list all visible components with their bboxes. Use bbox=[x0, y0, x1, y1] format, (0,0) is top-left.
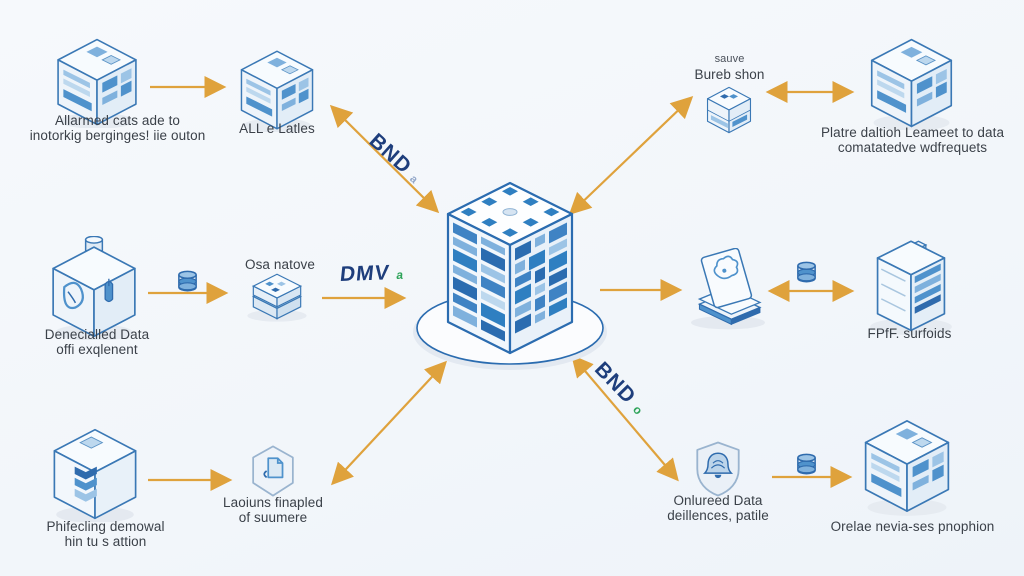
node-label-mid-left: Denecialled Data offi exqlenent bbox=[44, 327, 150, 357]
shield-bell-icon bbox=[692, 440, 744, 498]
central-building-icon bbox=[410, 170, 610, 372]
node-label-top-left: Allarmed cats ade to inotorkig berginges… bbox=[29, 113, 206, 143]
node-label-top-right: Platre daltioh Leameet to data comatated… bbox=[820, 125, 1005, 155]
node-label-bottom-right-shield: Onlureed Data deillences, patile bbox=[667, 493, 769, 523]
iso-cube-grid-icon bbox=[860, 416, 954, 516]
iso-cube-docs-icon bbox=[864, 36, 959, 130]
database-icon bbox=[797, 261, 816, 283]
arrow-center-to-shield bbox=[571, 354, 679, 482]
node-label-bottom-right: Orelae nevia-ses pnophion bbox=[830, 519, 995, 534]
node-label-bottom-left: Phifecling demowal hin tu s attion bbox=[46, 519, 165, 549]
node-label-top-mid: ALL e Latles bbox=[239, 121, 315, 136]
arrow-topmid-to-center bbox=[329, 104, 440, 214]
card-stack-icon bbox=[686, 248, 770, 330]
iso-building-icon bbox=[234, 48, 320, 132]
hex-document-icon bbox=[248, 444, 298, 498]
node-label-bottom-mid: Laoiuns finapled of suumere bbox=[223, 495, 323, 525]
node-label-mid-left-small: Osa natove bbox=[244, 257, 316, 272]
database-icon bbox=[178, 270, 197, 292]
iso-cube-chevrons-icon bbox=[48, 426, 142, 522]
node-label-mid-right: FPfF. surfoids bbox=[867, 326, 952, 341]
iso-cube-jar-icon bbox=[46, 236, 142, 340]
node-label-top-right-small: sauve Bureb shon bbox=[694, 53, 765, 82]
arrow-bottommid-to-center bbox=[330, 360, 448, 486]
arrow-center-to-topright bbox=[568, 95, 694, 216]
server-stack-icon bbox=[240, 266, 314, 324]
iso-tower-icon bbox=[864, 232, 958, 336]
stacked-cube-icon bbox=[700, 84, 758, 136]
database-icon bbox=[797, 453, 816, 475]
